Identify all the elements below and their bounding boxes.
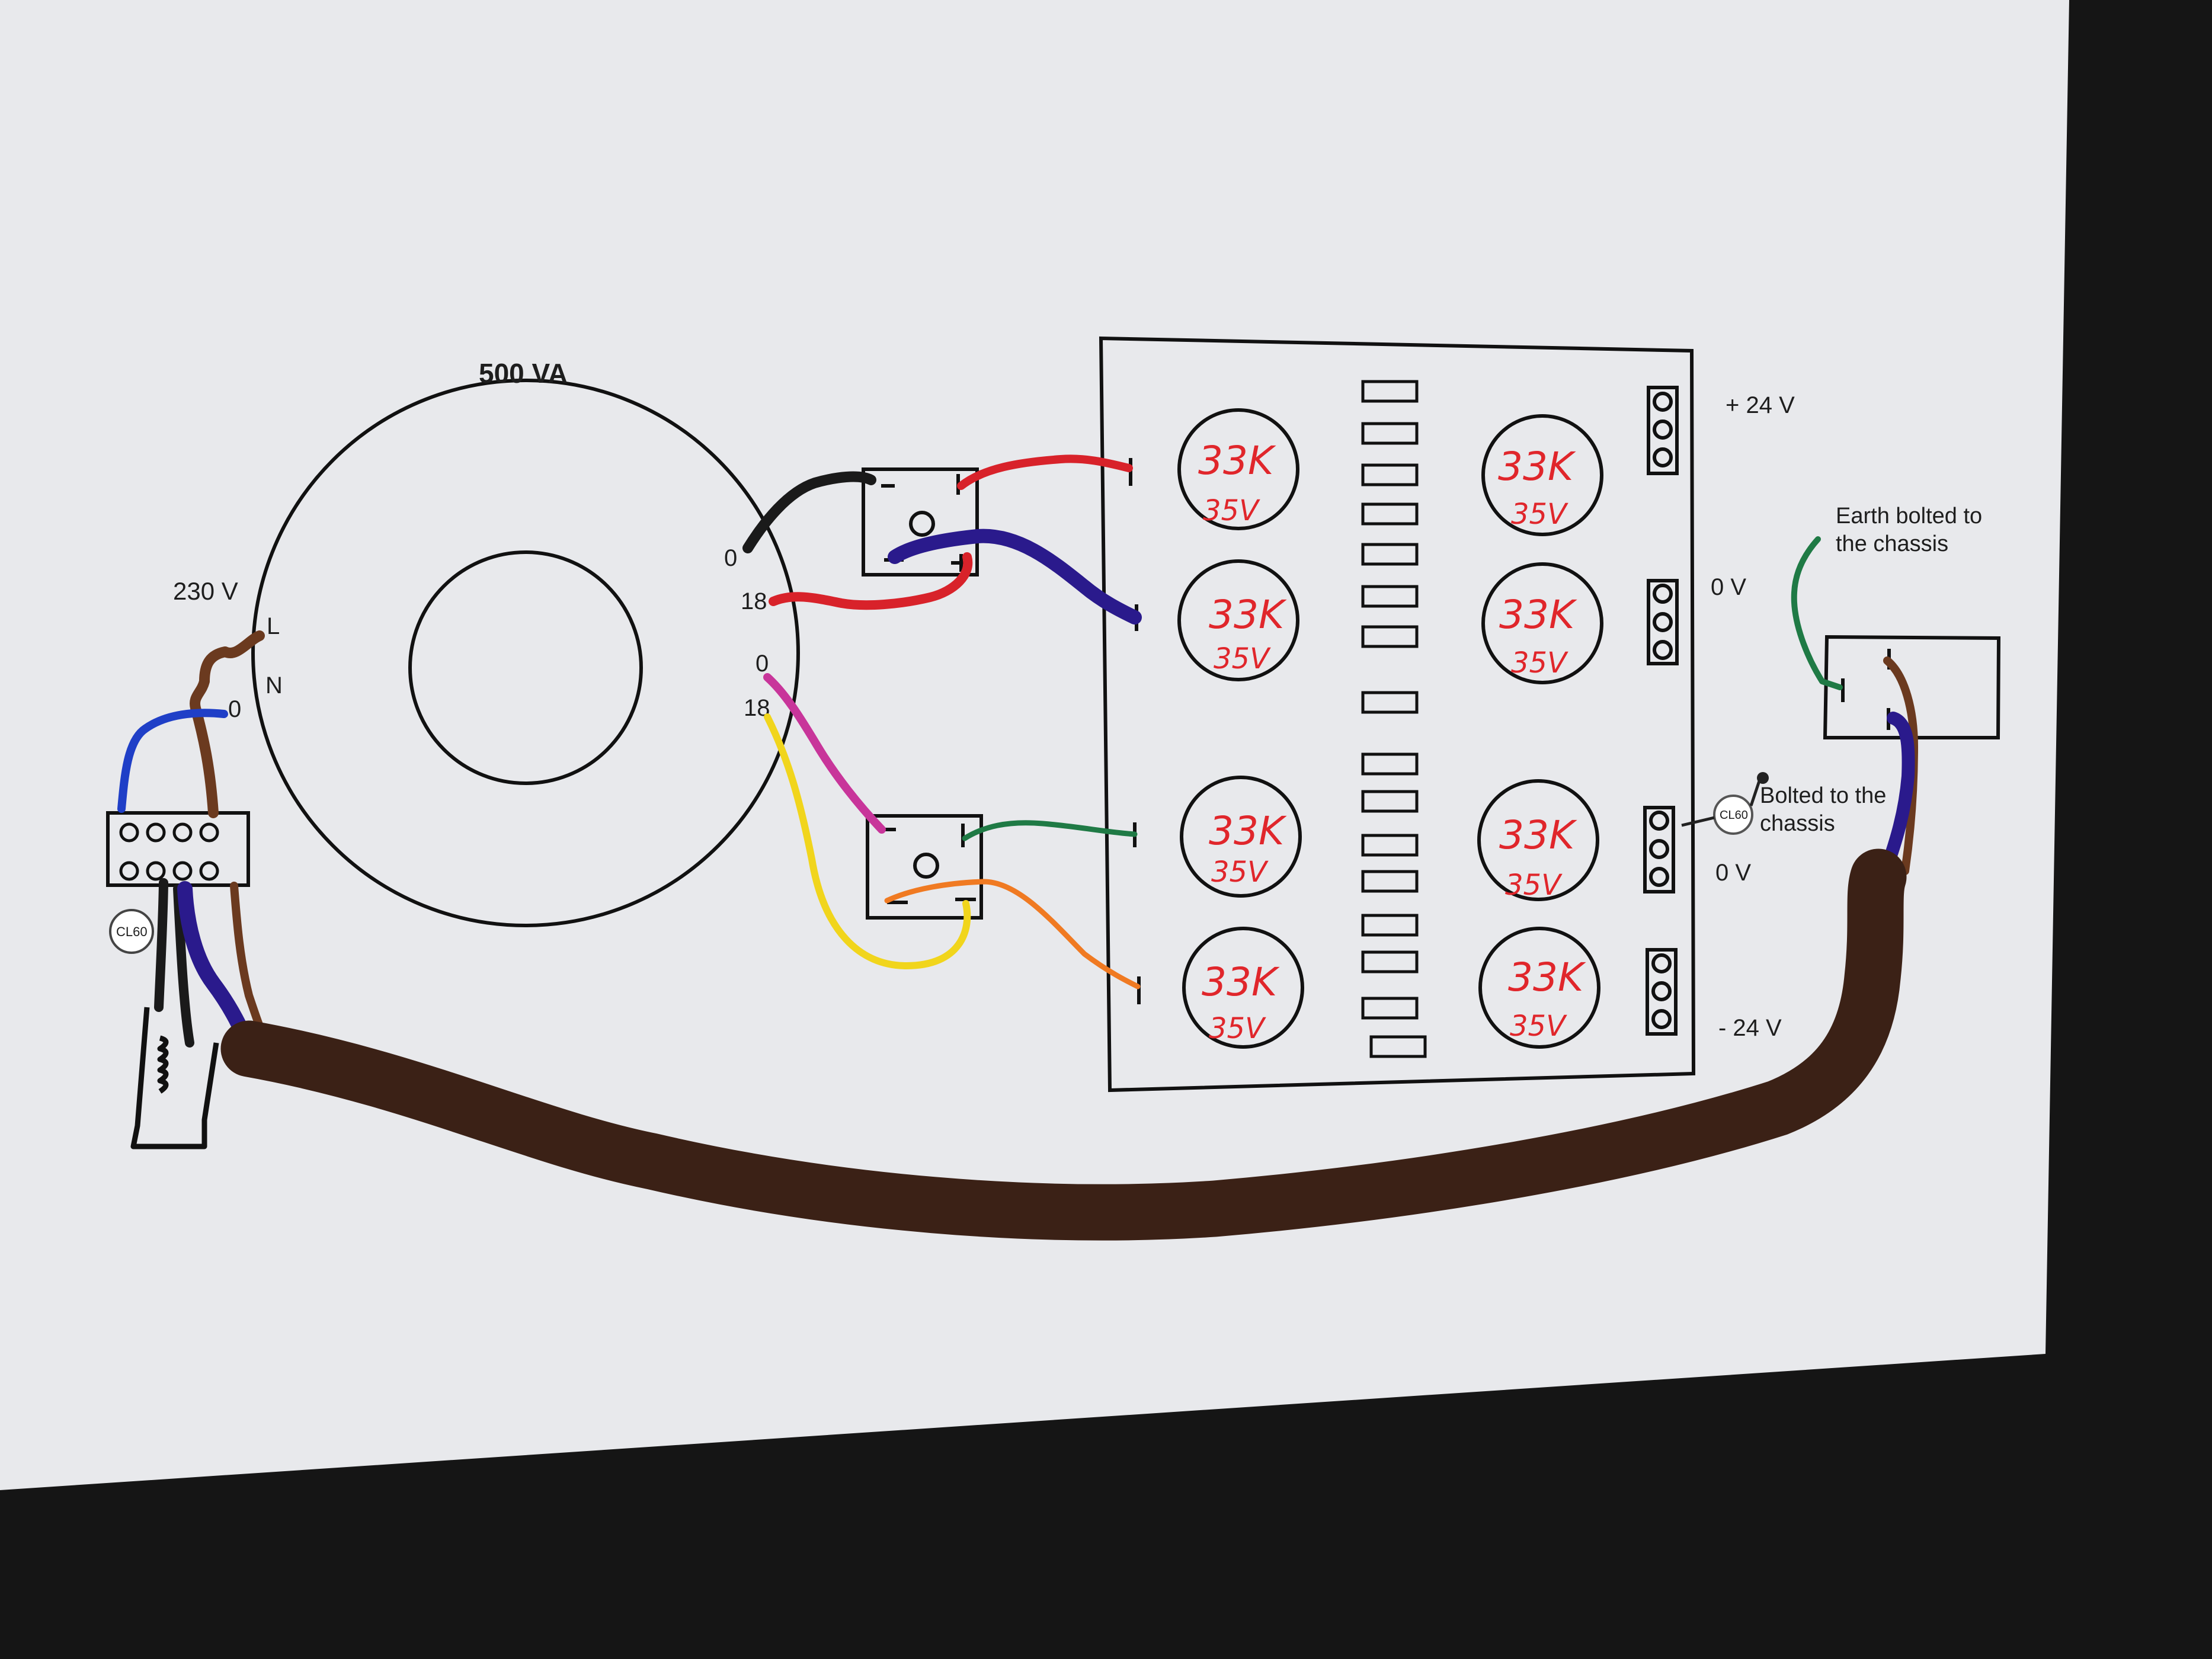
bolted-note-line-2: chassis (1760, 811, 1835, 836)
wire-earth-green (1791, 536, 1843, 690)
output-terminal-block (1643, 806, 1675, 893)
wire-blue-neutral (117, 709, 228, 813)
svg-text:33K: 33K (1198, 438, 1276, 483)
capacitor: 33K 35V (1177, 559, 1299, 681)
svg-text:33K: 33K (1498, 444, 1576, 489)
wire-black-inlet-down (154, 878, 194, 1048)
bridge-rectifier-2 (866, 814, 983, 920)
paper-sheet (0, 0, 2069, 1490)
transformer-outer-ring (251, 379, 800, 927)
capacitor: 33K 35V (1481, 414, 1603, 536)
capacitor: 33K 35V (1478, 927, 1600, 1049)
wire-blue-switch (1879, 712, 1915, 877)
svg-text:CL60: CL60 (1720, 809, 1748, 822)
inlet-fuse-symbol (130, 1007, 219, 1149)
output-terminal-block (1647, 386, 1679, 475)
pin-label-n: N (265, 672, 283, 699)
output-label-0v-upper: 0 V (1711, 574, 1746, 600)
svg-text:33K: 33K (1202, 959, 1280, 1005)
wire-orange-to-board (884, 879, 1141, 989)
earth-note-line-1: Earth bolted to (1836, 504, 1982, 529)
capacitor: 33K 35V (1180, 776, 1302, 898)
earth-note-line-2: the chassis (1836, 531, 1948, 556)
output-terminal-block (1646, 948, 1678, 1036)
output-terminal-block (1647, 579, 1679, 665)
svg-text:35V: 35V (1511, 498, 1568, 531)
pin-label-primary-0: 0 (228, 696, 241, 722)
primary-voltage-label: 230 V (173, 577, 238, 605)
pin-label-l: L (267, 613, 280, 639)
svg-text:35V: 35V (1505, 869, 1563, 902)
svg-text:33K: 33K (1499, 592, 1577, 638)
svg-text:35V: 35V (1203, 494, 1260, 527)
svg-text:CL60: CL60 (116, 924, 148, 939)
bolt-point (1757, 772, 1769, 784)
svg-text:33K: 33K (1499, 812, 1577, 858)
svg-text:35V: 35V (1211, 856, 1269, 889)
svg-text:35V: 35V (1209, 1012, 1266, 1045)
svg-text:33K: 33K (1209, 592, 1287, 638)
capacitor: 33K 35V (1477, 779, 1599, 902)
svg-text:33K: 33K (1508, 955, 1586, 1000)
pin-label-sec2-0: 0 (756, 651, 769, 677)
capacitor-board: 33K 35V 33K 35V 33K 35V 33K 35V 33K 35V … (1099, 336, 1696, 1093)
capacitor: 33K 35V (1481, 562, 1603, 684)
toroidal-transformer: 500 VA 230 V L N 0 0 18 0 18 (173, 358, 800, 927)
cable-sleeve (220, 848, 1907, 1241)
output-label-minus-24v: - 24 V (1718, 1015, 1782, 1041)
wire-yellow-sec2 (764, 713, 971, 969)
output-label-0v-lower: 0 V (1715, 860, 1751, 886)
wire-dark-blue-to-board (888, 529, 1142, 624)
wire-magenta-sec2 (763, 673, 886, 834)
wire-black-sec1 (742, 471, 876, 553)
capacitor: 33K 35V (1177, 408, 1299, 530)
bolt-lead (1681, 779, 1762, 827)
svg-text:35V: 35V (1214, 642, 1271, 675)
wire-red-to-board (957, 454, 1133, 490)
pin-label-sec1-18: 18 (741, 588, 767, 614)
thermistor-cl60-primary: CL60 (109, 909, 154, 954)
svg-text:35V: 35V (1511, 646, 1568, 680)
board-slot-column (1361, 380, 1427, 1058)
transformer-inner-ring (408, 550, 643, 785)
wire-brown-live (190, 630, 265, 818)
transformer-rating: 500 VA (479, 358, 568, 389)
bolted-note-line-1: Bolted to the (1760, 783, 1886, 808)
wire-green-to-board (962, 820, 1138, 841)
wire-red-sec1 (769, 552, 973, 610)
svg-text:35V: 35V (1510, 1010, 1567, 1043)
thermistor-cl60-output: CL60 (1713, 795, 1753, 835)
output-label-plus-24v: + 24 V (1726, 392, 1795, 418)
pin-label-sec1-0: 0 (724, 545, 737, 571)
capacitor: 33K 35V (1182, 927, 1304, 1049)
svg-text:33K: 33K (1209, 808, 1287, 854)
